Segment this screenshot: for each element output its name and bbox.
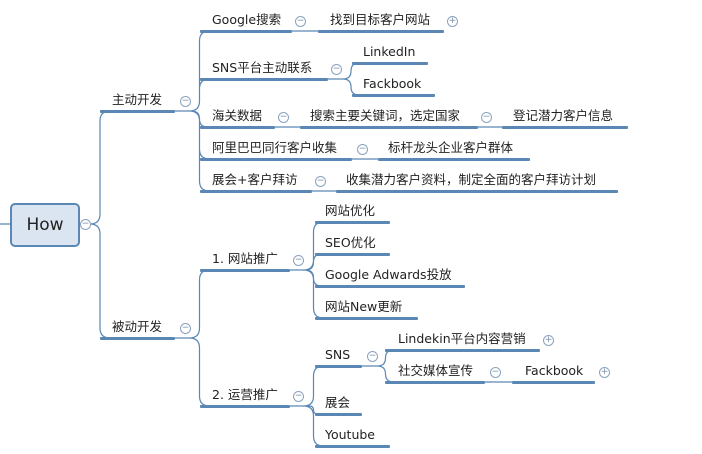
topic-underline	[318, 30, 444, 33]
topic-underline	[200, 126, 275, 129]
topic-branches-1-children-1-children-2[interactable]: Youtube	[325, 427, 375, 442]
topic-branches-1-children-1-children-1[interactable]: 展会	[325, 395, 351, 410]
topic-underline	[100, 110, 175, 113]
topic-underline	[336, 190, 618, 193]
topic-branches-0-children-0-children-0[interactable]: 找到目标客户网站	[330, 12, 431, 27]
topic-underline	[385, 349, 540, 352]
topic-underline	[378, 158, 530, 161]
topic-underline	[315, 253, 390, 256]
topic-underline	[315, 445, 390, 448]
topic-underline	[352, 62, 428, 65]
topic-branches-1-children-0-children-0[interactable]: 网站优化	[325, 203, 376, 218]
topic-underline	[200, 269, 290, 272]
topic-underline	[200, 158, 352, 161]
topic-underline	[512, 381, 595, 384]
topic-underline	[200, 405, 290, 408]
topic-underline	[502, 126, 628, 129]
collapse-icon[interactable]: −	[180, 323, 191, 334]
topic-underline	[315, 317, 418, 320]
collapse-icon[interactable]: −	[180, 96, 191, 107]
root-topic[interactable]: How	[10, 203, 80, 247]
topic-branches-0-children-3-children-0[interactable]: 标杆龙头企业客户群体	[388, 140, 514, 155]
collapse-icon[interactable]: −	[80, 219, 91, 230]
expand-icon[interactable]: +	[599, 367, 610, 378]
topic-branches-1[interactable]: 被动开发	[112, 319, 163, 334]
topic-branches-0-children-0[interactable]: Google搜索	[212, 12, 282, 27]
branch-connector	[0, 30, 512, 447]
topic-branches-1-children-1-children-0-children-1[interactable]: 社交媒体宣传	[398, 363, 474, 378]
collapse-icon[interactable]: −	[293, 255, 304, 266]
collapse-icon[interactable]: −	[367, 351, 378, 362]
topic-underline	[300, 126, 478, 129]
topic-underline	[200, 30, 292, 33]
topic-branches-1-children-1-children-0[interactable]: SNS	[325, 347, 351, 362]
collapse-icon[interactable]: −	[481, 112, 492, 123]
topic-branches-1-children-0[interactable]: 1. 网站推广	[212, 251, 278, 266]
collapse-icon[interactable]: −	[295, 16, 306, 27]
topic-branches-0-children-1[interactable]: SNS平台主动联系	[212, 60, 313, 75]
topic-underline	[100, 337, 175, 340]
collapse-icon[interactable]: −	[293, 391, 304, 402]
topic-underline	[315, 221, 390, 224]
collapse-icon[interactable]: −	[357, 144, 368, 155]
collapse-icon[interactable]: −	[278, 112, 289, 123]
topic-underline	[315, 285, 465, 288]
topic-branches-0-children-4[interactable]: 展会+客户拜访	[212, 172, 298, 187]
topic-branches-1-children-0-children-1[interactable]: SEO优化	[325, 235, 376, 250]
topic-branches-1-children-1-children-0-children-1-children-0[interactable]: Fackbook	[525, 363, 584, 378]
topic-branches-0-children-1-children-1[interactable]: Fackbook	[363, 76, 422, 91]
topic-branches-1-children-1-children-0-children-0[interactable]: Lindekin平台内容营销	[398, 331, 526, 346]
topic-branches-0-children-4-children-0[interactable]: 收集潜力客户资料，制定全面的客户拜访计划	[346, 172, 597, 187]
topic-underline	[315, 365, 362, 368]
topic-underline	[315, 413, 362, 416]
topic-branches-1-children-0-children-3[interactable]: 网站New更新	[325, 299, 403, 314]
topic-underline	[200, 78, 328, 81]
topic-branches-0-children-3[interactable]: 阿里巴巴同行客户收集	[212, 140, 338, 155]
expand-icon[interactable]: +	[447, 16, 458, 27]
topic-underline	[385, 381, 485, 384]
collapse-icon[interactable]: −	[331, 64, 342, 75]
topic-branches-0-children-2-children-0-children-0[interactable]: 登记潜力客户信息	[513, 108, 614, 123]
topic-underline	[200, 190, 312, 193]
expand-icon[interactable]: +	[543, 335, 554, 346]
topic-branches-0-children-1-children-0[interactable]: LinkedIn	[363, 44, 416, 59]
collapse-icon[interactable]: −	[315, 176, 326, 187]
topic-underline	[352, 94, 435, 97]
collapse-icon[interactable]: −	[490, 367, 501, 378]
topic-branches-1-children-0-children-2[interactable]: Google Adwards投放	[325, 267, 452, 282]
topic-branches-1-children-1[interactable]: 2. 运营推广	[212, 387, 278, 402]
topic-branches-0[interactable]: 主动开发	[112, 92, 163, 107]
topic-branches-0-children-2[interactable]: 海关数据	[212, 108, 263, 123]
topic-branches-0-children-2-children-0[interactable]: 搜索主要关键词，选定国家	[310, 108, 461, 123]
